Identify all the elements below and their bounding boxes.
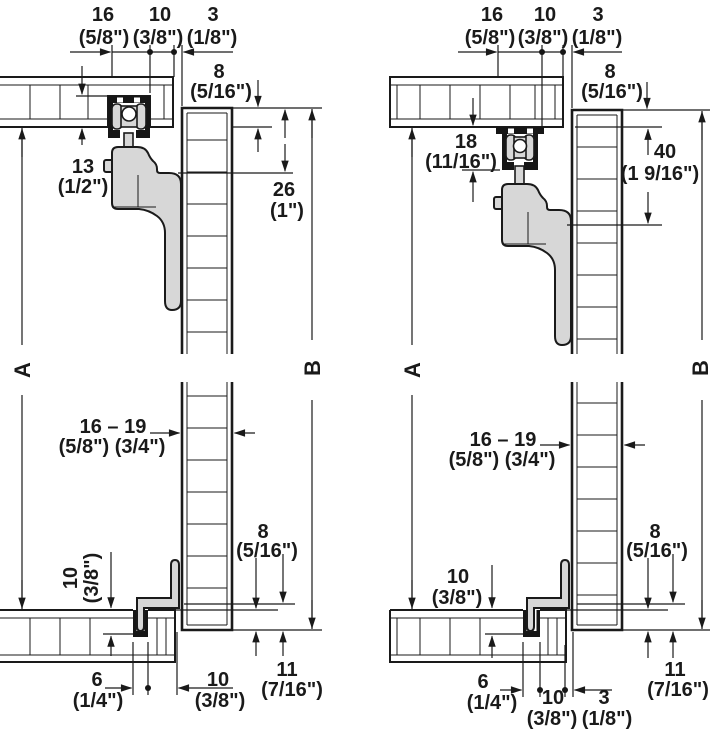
dim-overlap-top-in: (5/16") [581,81,643,103]
dim-channel-offset-mm: 10 [542,687,564,709]
dim-drop-in: (1 9/16") [621,163,699,185]
dim-overlap-top-in: (5/16") [190,81,252,103]
dim-engagement-in: (7/16") [647,679,709,701]
carriage-neck [514,165,525,185]
dim-bottom-gap-mm: 3 [598,687,609,709]
door-panel-cross-section [180,106,234,632]
dim-top-offset-in: (3/8") [518,27,569,49]
dim-channel-offset-mm: 10 [207,669,229,691]
bottom-guide-bracket [136,558,180,633]
right-dimensions: 16 (5/8") 10 (3/8") 3 (1/8") 8 (5/16") 1… [400,4,710,730]
hanger-bracket [493,183,572,347]
dim-bottom-gap-in: (1/8") [582,708,633,730]
left-diagram-recessed-track: 16 (5/8") 10 (3/8") 3 (1/8") 8 (5/16") 1… [0,4,325,712]
bottom-panel-cross-section [0,609,176,663]
dim-channel-width-in: (1/4") [73,690,124,712]
dim-recess-mm: 13 [72,156,94,178]
dim-thickness-mm: 16 – 19 [470,429,537,451]
label-door-height-B: B [688,360,710,376]
dim-top-gap-mm: 3 [207,4,218,26]
dim-channel-width-mm: 6 [91,669,102,691]
dim-top-width-in: (5/8") [79,27,130,49]
dim-channel-depth-in: (3/8") [81,553,103,604]
dim-top-offset-mm: 10 [534,4,556,26]
dim-thickness-mm: 16 – 19 [80,416,147,438]
dim-channel-offset-in: (3/8") [527,708,578,730]
label-opening-height-A: A [10,362,35,378]
carriage-axle [512,138,528,154]
dim-drop-mm: 40 [654,141,676,163]
dim-top-width-mm: 16 [92,4,114,26]
dim-drop-in: (1") [270,200,304,222]
carriage-axle [121,106,137,122]
dim-overlap-bottom-mm: 8 [649,521,660,543]
dim-top-width-in: (5/8") [465,27,516,49]
dim-overlap-bottom-in: (5/16") [626,540,688,562]
top-panel-cross-section [389,76,564,128]
roller-carriage [111,103,147,149]
dim-channel-depth-mm: 10 [447,566,469,588]
dim-top-offset-in: (3/8") [133,27,184,49]
dim-channel-width-mm: 6 [477,671,488,693]
top-track-profile [108,96,150,138]
dim-top-offset-mm: 10 [149,4,171,26]
carriage-neck [123,132,134,149]
left-dimensions: 16 (5/8") 10 (3/8") 3 (1/8") 8 (5/16") 1… [10,4,325,712]
dim-top-width-mm: 16 [481,4,503,26]
dim-track-height-in: (11/16") [425,151,497,173]
dim-recess-in: (1/2") [58,176,109,198]
roller-carriage [505,134,535,185]
dim-track-height-mm: 18 [455,131,477,153]
dim-top-gap-in: (1/8") [572,27,623,49]
label-opening-height-A: A [400,362,425,378]
door-panel-cross-section [570,108,624,632]
dim-engagement-mm: 11 [664,659,685,681]
dim-drop-mm: 26 [273,179,295,201]
dim-top-gap-mm: 3 [592,4,603,26]
label-door-height-B: B [300,360,325,376]
dim-overlap-bottom-mm: 8 [257,521,268,543]
dim-channel-offset-in: (3/8") [195,690,246,712]
right-diagram-surface-track: 16 (5/8") 10 (3/8") 3 (1/8") 8 (5/16") 1… [389,4,710,730]
dim-top-gap-in: (1/8") [187,27,238,49]
top-track-profile [496,127,544,170]
dim-channel-depth-in: (3/8") [432,587,483,609]
dim-overlap-top-mm: 8 [213,61,224,83]
dim-overlap-bottom-in: (5/16") [236,540,298,562]
dim-channel-width-in: (1/4") [467,692,518,714]
hanger-bracket [103,146,182,312]
dim-channel-depth-mm: 10 [60,567,82,589]
dim-engagement-in: (7/16") [261,679,323,701]
dim-thickness-in: (5/8") (3/4") [449,449,556,471]
bottom-guide-bracket [526,558,570,633]
dim-engagement-mm: 11 [276,659,297,681]
dim-overlap-top-mm: 8 [604,61,615,83]
dim-thickness-in: (5/8") (3/4") [59,436,166,458]
